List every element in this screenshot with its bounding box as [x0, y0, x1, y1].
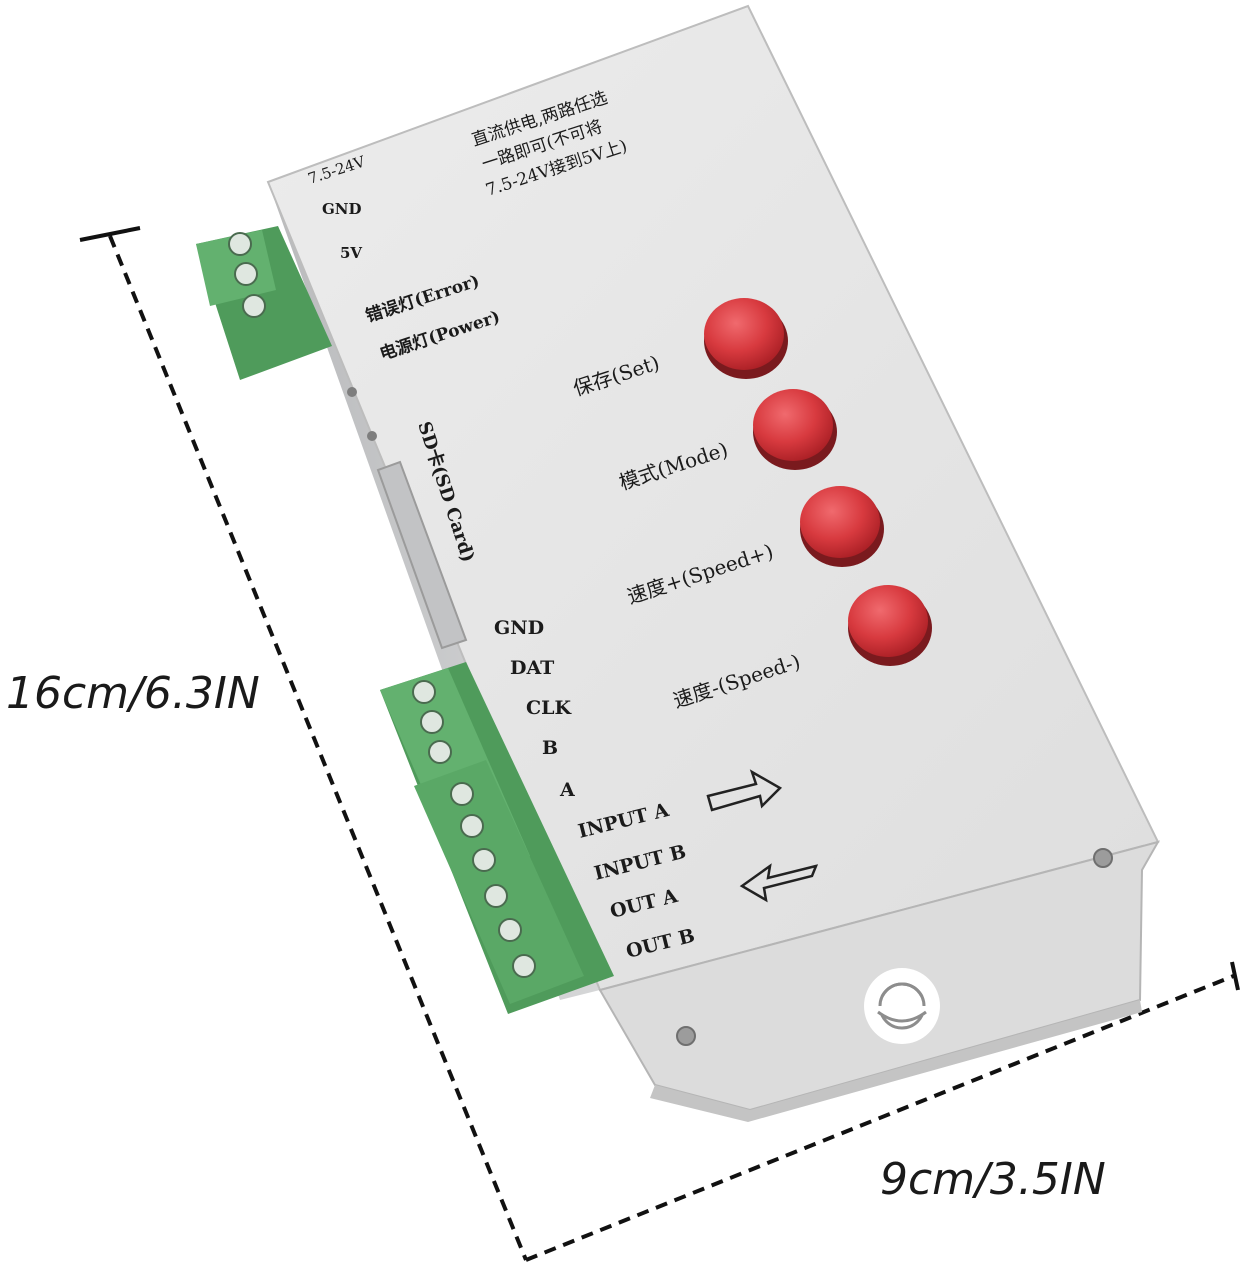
- output-label-gnd: GND: [494, 617, 544, 639]
- output-label-a: A: [559, 779, 575, 801]
- power-label-gnd: GND: [322, 200, 362, 218]
- height-dimension-line: [79, 226, 528, 1261]
- output-label-b: B: [542, 737, 558, 759]
- power-terminal-block: [196, 226, 332, 380]
- speed-minus-button: [848, 585, 932, 666]
- mode-button: [753, 389, 837, 470]
- arrow-left-icon: [739, 863, 819, 903]
- output-label-clk: CLK: [526, 697, 572, 719]
- output-label-dat: DAT: [510, 657, 554, 679]
- screw-icon: [676, 848, 1113, 1046]
- height-dimension-label: 16cm/6.3IN: [6, 668, 260, 719]
- arrow-right-icon: [706, 769, 783, 812]
- power-label-5v: 5V: [340, 244, 362, 262]
- output-terminal-block: [380, 662, 614, 1014]
- mounting-hole-icon: [864, 968, 940, 1044]
- sd-card-slot: [347, 387, 468, 650]
- width-dimension-label: 9cm/3.5IN: [880, 1154, 1106, 1205]
- width-dimension-line: [525, 961, 1240, 1262]
- speed-plus-button: [800, 486, 884, 567]
- set-button: [704, 298, 788, 379]
